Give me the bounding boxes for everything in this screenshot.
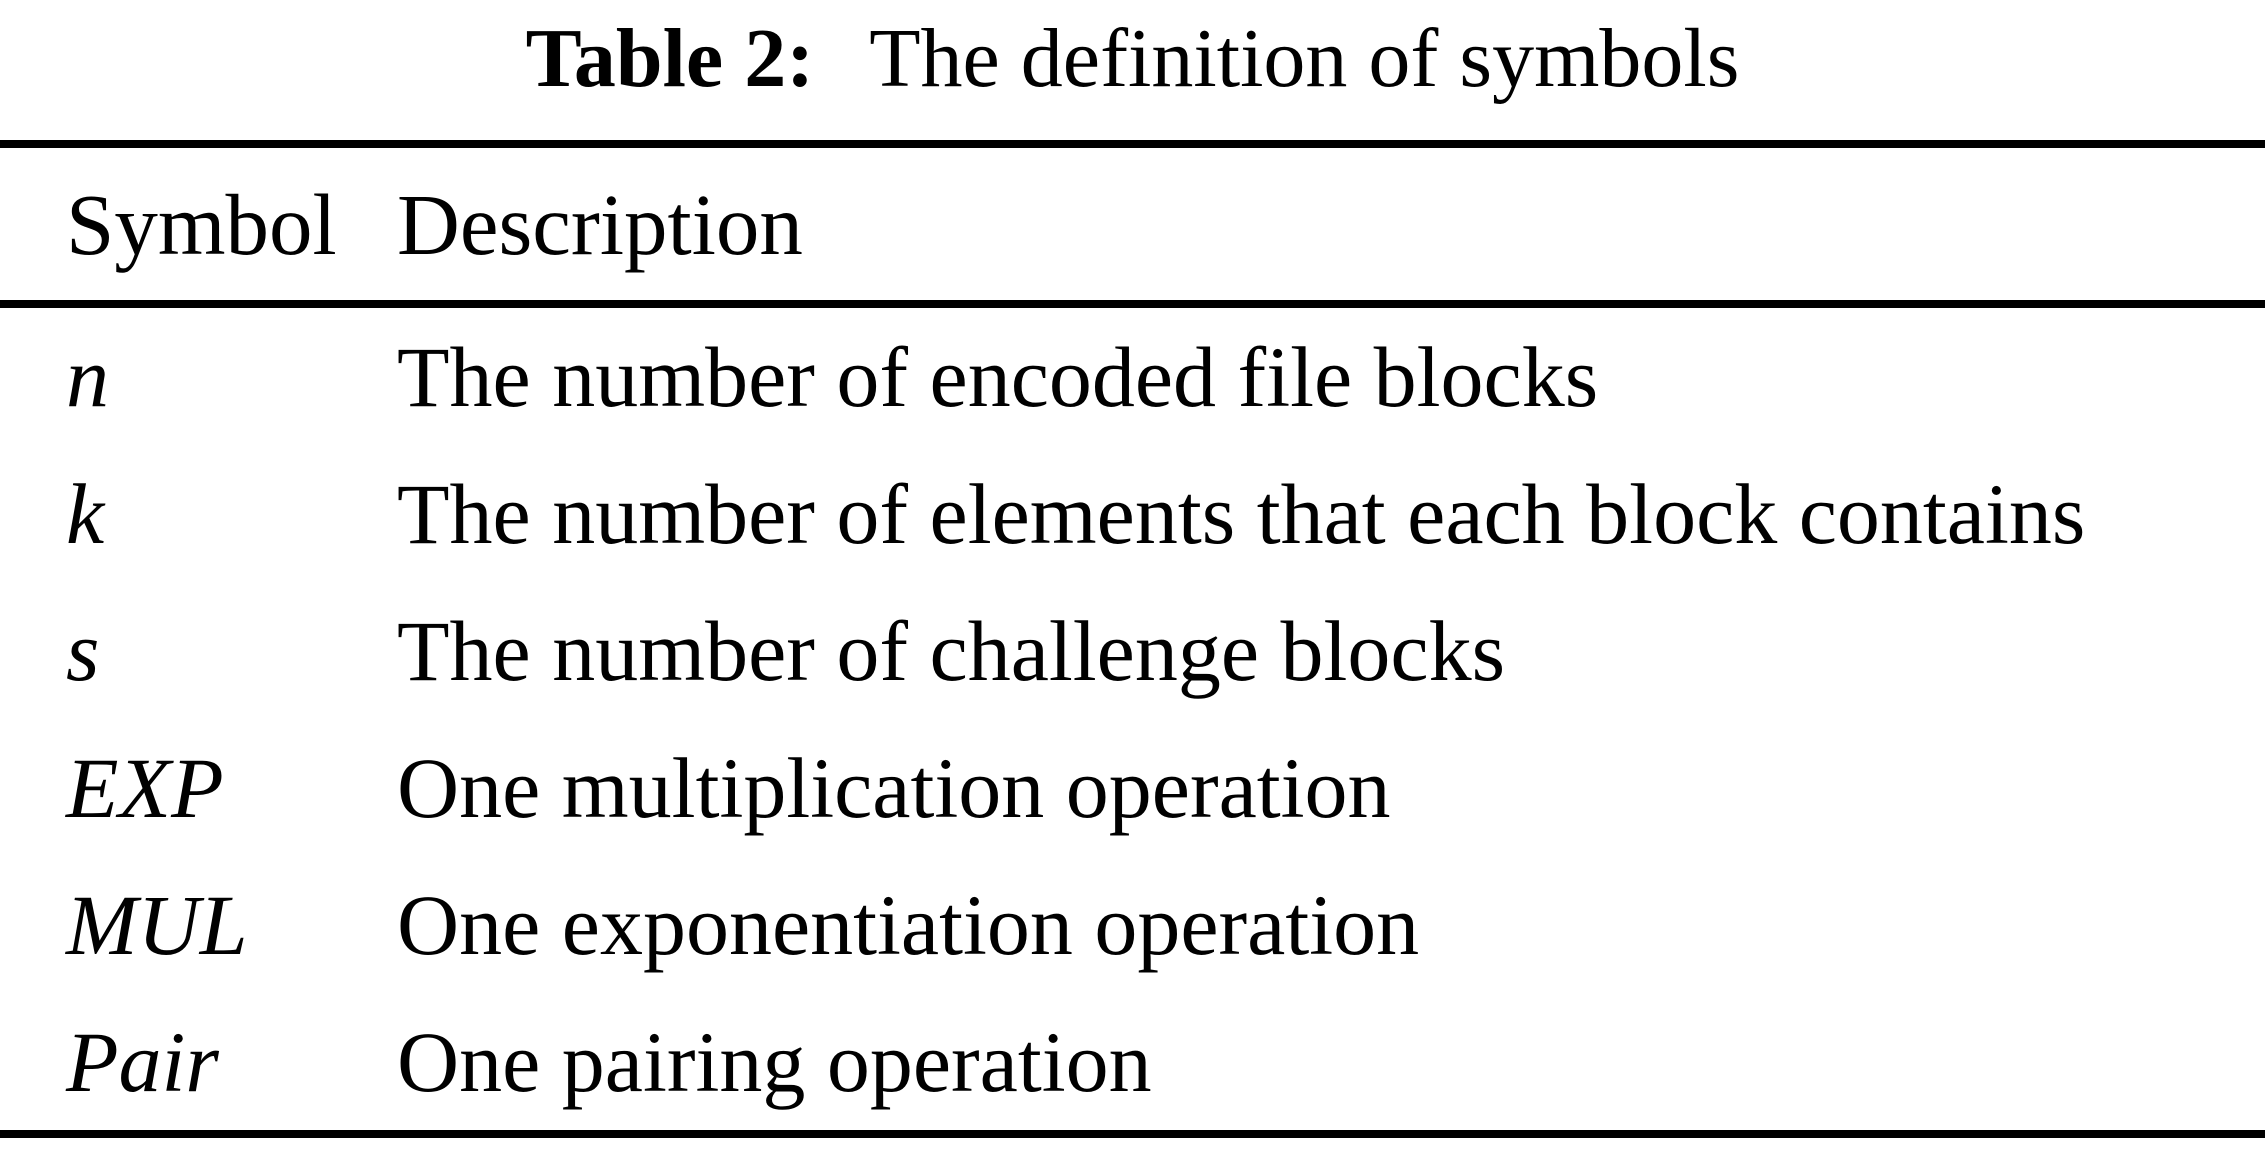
top-rule [0, 140, 2265, 148]
description-cell: One multiplication operation [397, 739, 1391, 836]
table-row: EXP One multiplication operation [0, 738, 2265, 838]
caption-title: The definition of symbols [869, 12, 1740, 105]
description-cell: The number of encoded file blocks [397, 328, 1599, 425]
table-body: n The number of encoded file blocks k Th… [0, 308, 2265, 1130]
table-row: s The number of challenge blocks [0, 601, 2265, 701]
symbol-cell: k [66, 465, 105, 562]
symbol-cell: Pair [66, 1013, 219, 1110]
column-header-symbol: Symbol [66, 175, 337, 273]
table-caption: Table 2: The definition of symbols [0, 0, 2265, 140]
caption-label: Table 2: [525, 12, 815, 105]
table-row: Pair One pairing operation [0, 1012, 2265, 1112]
table-row: k The number of elements that each block… [0, 464, 2265, 564]
symbol-cell: MUL [66, 876, 248, 973]
symbol-cell: EXP [66, 739, 224, 836]
column-header-description: Description [397, 175, 803, 273]
table-row: MUL One exponentiation operation [0, 875, 2265, 975]
description-cell: One pairing operation [397, 1013, 1152, 1110]
symbol-cell: s [66, 602, 100, 699]
symbol-cell: n [66, 328, 109, 425]
header-rule [0, 300, 2265, 308]
table-row: n The number of encoded file blocks [0, 327, 2265, 427]
description-cell: One exponentiation operation [397, 876, 1420, 973]
description-cell: The number of challenge blocks [397, 602, 1506, 699]
description-cell: The number of elements that each block c… [397, 465, 2086, 562]
table-header-row: Symbol Description [0, 148, 2265, 300]
bottom-rule [0, 1130, 2265, 1138]
